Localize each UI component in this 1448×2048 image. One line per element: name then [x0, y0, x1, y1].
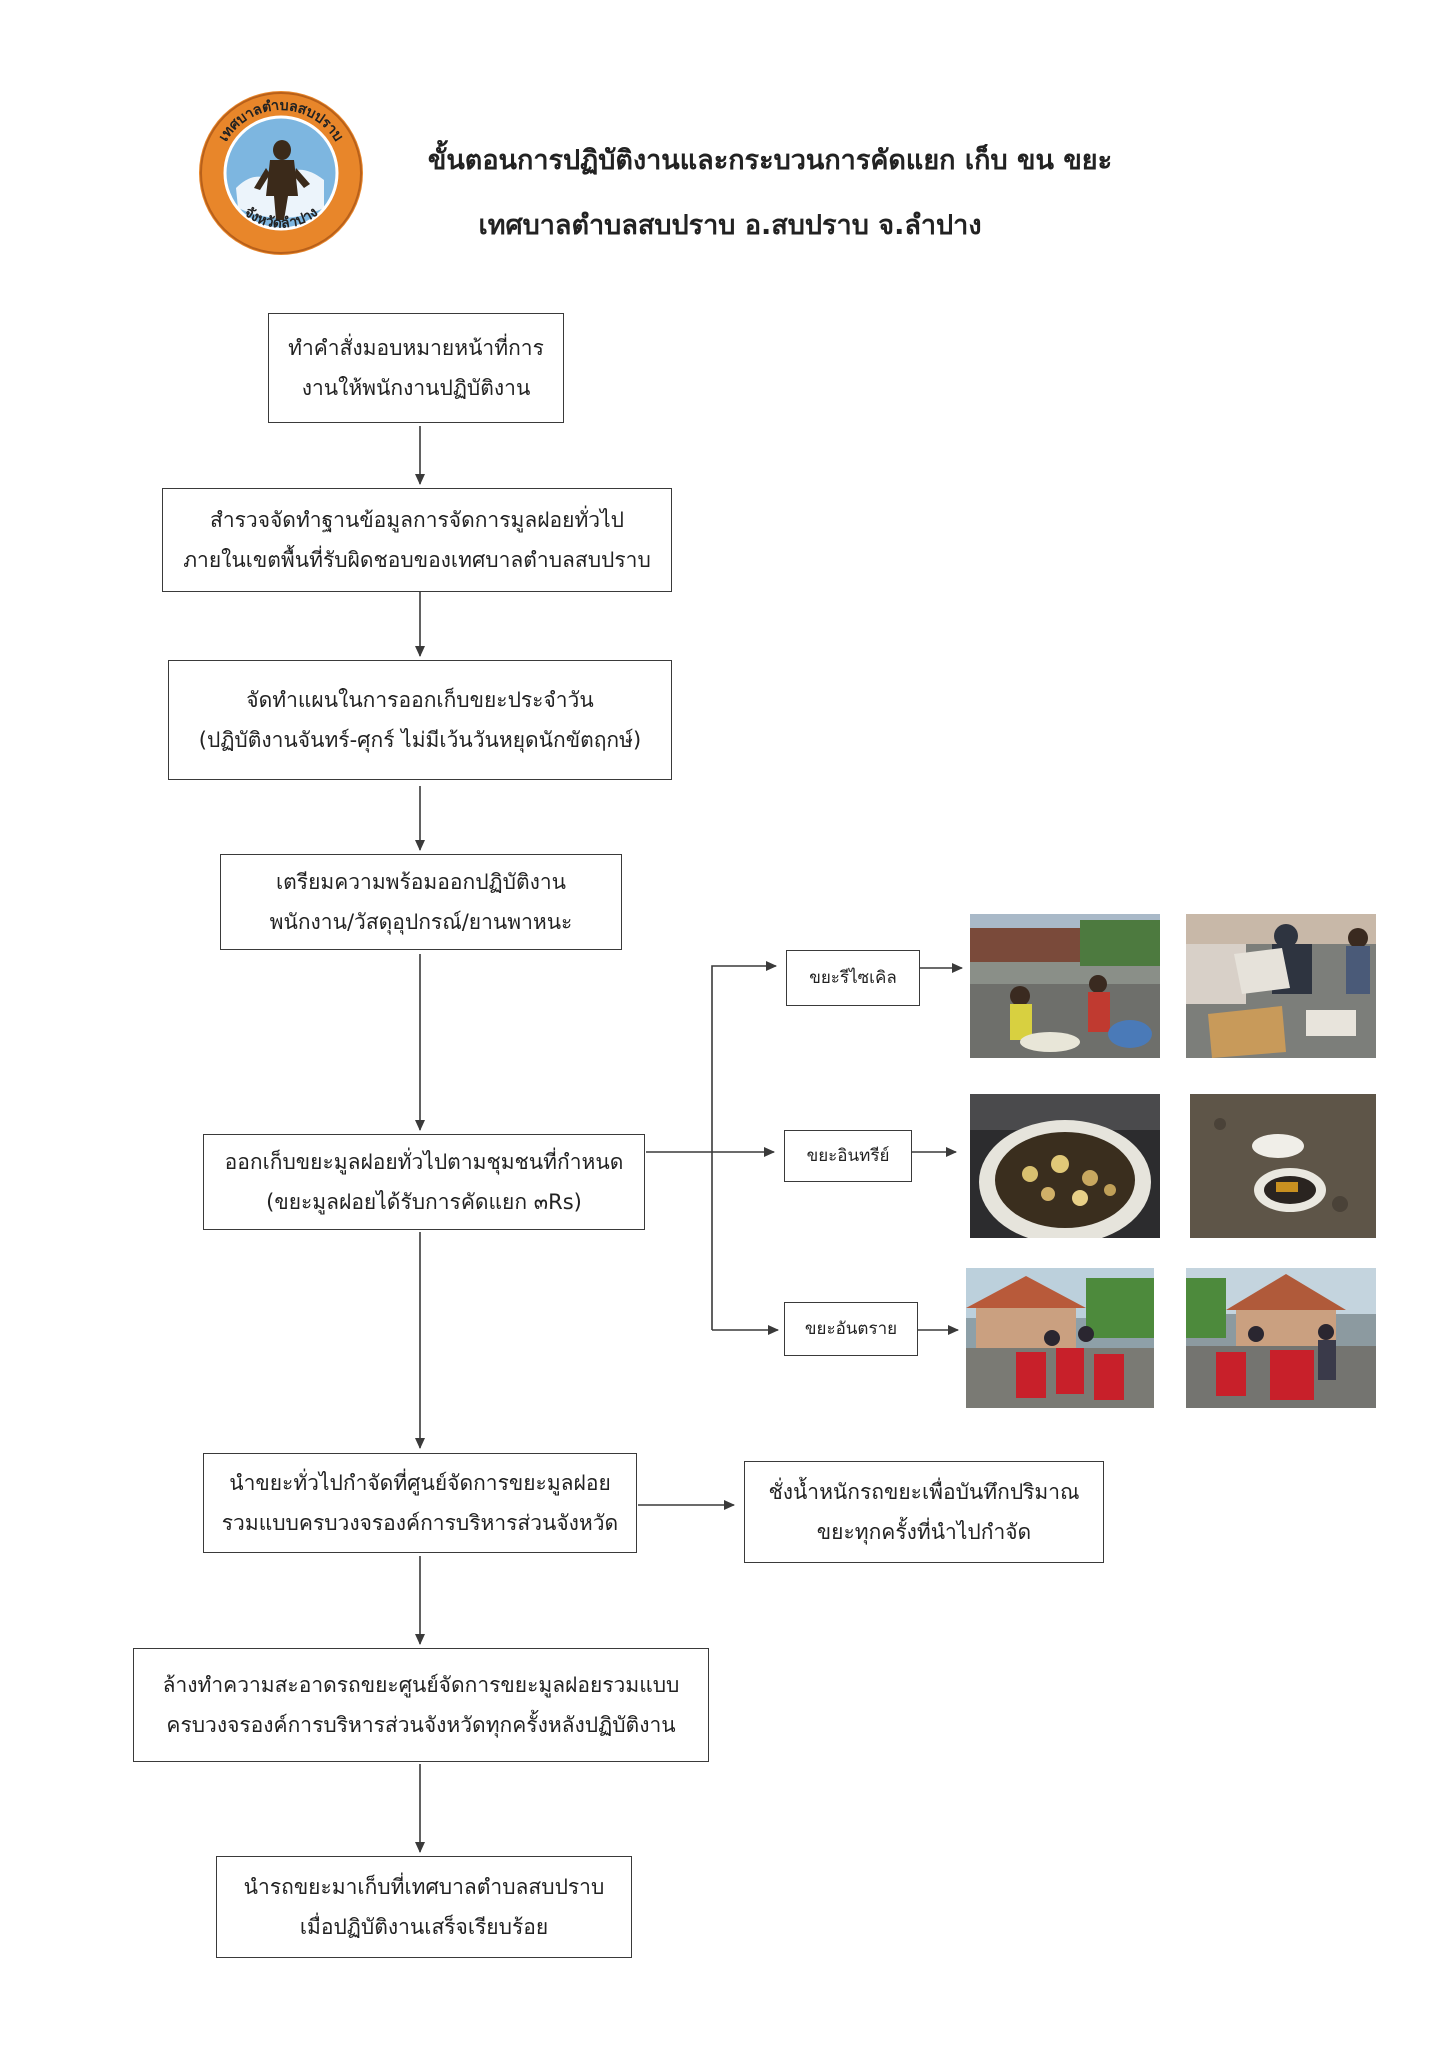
- step-6-box: นำขยะทั่วไปกำจัดที่ศูนย์จัดการขยะมูลฝอย …: [203, 1453, 637, 1553]
- organic-photo-2: [1190, 1094, 1376, 1238]
- step-5-line-1: ออกเก็บขยะมูลฝอยทั่วไปตามชุมชนที่กำหนด: [224, 1150, 624, 1174]
- recycle-waste-label: ขยะรีไซเคิล: [809, 968, 897, 988]
- step-4-line-1: เตรียมความพร้อมออกปฏิบัติงาน: [275, 870, 567, 894]
- step-2-line-1: สำรวจจัดทำฐานข้อมูลการจัดการมูลฝอยทั่วไป: [210, 508, 624, 532]
- hazardous-waste-label: ขยะอันตราย: [804, 1319, 898, 1339]
- organic-photo-1: [970, 1094, 1160, 1238]
- step-4-box: เตรียมความพร้อมออกปฏิบัติงาน พนักงาน/วัส…: [220, 854, 622, 950]
- step-8-box: นำรถขยะมาเก็บที่เทศบาลตำบลสบปราบ เมื่อปฏ…: [216, 1856, 632, 1958]
- step-3-line-2: (ปฏิบัติงานจันทร์-ศุกร์ ไม่มีเว้นวันหยุด…: [198, 728, 642, 752]
- step-6-side-line-1: ชั่งน้ำหนักรถขยะเพื่อบันทึกปริมาณ: [768, 1480, 1080, 1504]
- hazardous-photo-2: [1186, 1268, 1376, 1408]
- step-1-line-1: ทำคำสั่งมอบหมายหน้าที่การ: [288, 336, 544, 360]
- arrow-5-recycle: [711, 961, 777, 1330]
- step-4-line-2: พนักงาน/วัสดุอุปกรณ์/ยานพาหนะ: [269, 910, 573, 934]
- step-5-line-2: (ขยะมูลฝอยได้รับการคัดแยก ๓Rs): [266, 1190, 582, 1214]
- recycle-photo-1: [970, 914, 1160, 1058]
- step-7-line-1: ล้างทำความสะอาดรถขยะศูนย์จัดการขยะมูลฝอย…: [162, 1673, 680, 1697]
- step-1-line-2: งานให้พนักงานปฏิบัติงาน: [301, 376, 531, 400]
- recycle-photo-2: [1186, 914, 1376, 1058]
- organic-waste-label: ขยะอินทรีย์: [806, 1146, 890, 1166]
- step-2-box: สำรวจจัดทำฐานข้อมูลการจัดการมูลฝอยทั่วไป…: [162, 488, 672, 592]
- step-3-box: จัดทำแผนในการออกเก็บขยะประจำวัน (ปฏิบัติ…: [168, 660, 672, 780]
- page-title: ขั้นตอนการปฏิบัติงานและกระบวนการคัดแยก เ…: [427, 145, 1113, 176]
- step-3-line-1: จัดทำแผนในการออกเก็บขยะประจำวัน: [246, 688, 594, 712]
- step-5-box: ออกเก็บขยะมูลฝอยทั่วไปตามชุมชนที่กำหนด (…: [203, 1134, 645, 1230]
- step-6-side-box: ชั่งน้ำหนักรถขยะเพื่อบันทึกปริมาณ ขยะทุก…: [744, 1461, 1104, 1563]
- step-7-line-2: ครบวงจรองค์การบริหารส่วนจังหวัดทุกครั้งห…: [166, 1713, 676, 1737]
- step-8-line-2: เมื่อปฏิบัติงานเสร็จเรียบร้อย: [299, 1915, 549, 1939]
- page-subtitle: เทศบาลตำบลสบปราบ อ.สบปราบ จ.ลำปาง: [478, 210, 982, 241]
- step-6-side-line-2: ขยะทุกครั้งที่นำไปกำจัด: [816, 1520, 1032, 1544]
- step-6-line-2: รวมแบบครบวงจรองค์การบริหารส่วนจังหวัด: [221, 1511, 619, 1535]
- step-6-line-1: นำขยะทั่วไปกำจัดที่ศูนย์จัดการขยะมูลฝอย: [229, 1471, 611, 1495]
- hazardous-waste-box: ขยะอันตราย: [784, 1302, 918, 1356]
- recycle-waste-box: ขยะรีไซเคิล: [786, 950, 920, 1006]
- step-7-box: ล้างทำความสะอาดรถขยะศูนย์จัดการขยะมูลฝอย…: [133, 1648, 709, 1762]
- hazardous-photo-1: [966, 1268, 1154, 1408]
- step-2-line-2: ภายในเขตพื้นที่รับผิดชอบของเทศบาลตำบลสบป…: [183, 548, 651, 572]
- step-8-line-1: นำรถขยะมาเก็บที่เทศบาลตำบลสบปราบ: [243, 1875, 605, 1899]
- municipality-logo: เทศบาลตำบลสบปราบ จังหวัดลำปาง: [199, 91, 363, 255]
- step-1-box: ทำคำสั่งมอบหมายหน้าที่การ งานให้พนักงานป…: [268, 313, 564, 423]
- organic-waste-box: ขยะอินทรีย์: [784, 1130, 912, 1182]
